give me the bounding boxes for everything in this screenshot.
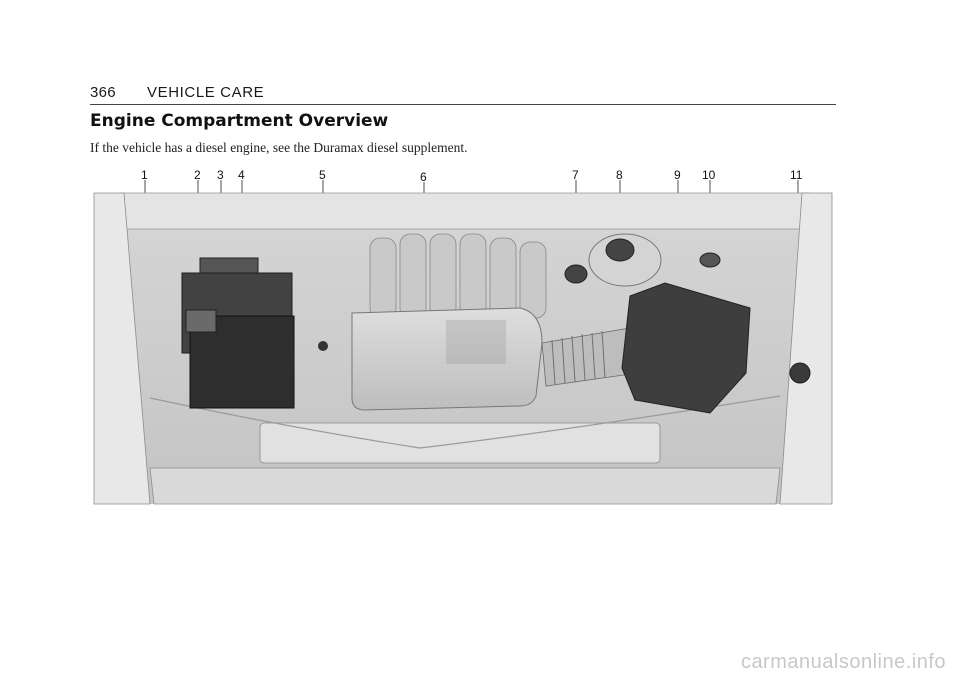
callout-10: 10 [702, 168, 716, 182]
callout-9: 9 [674, 168, 681, 182]
engine-illustration: 1 2 3 4 5 6 7 8 9 10 11 [93, 168, 833, 505]
intake-runners [369, 233, 547, 319]
battery [185, 309, 217, 333]
air-intake-duct [541, 327, 639, 387]
callout-6: 6 [420, 170, 427, 184]
callout-3: 3 [217, 168, 224, 182]
watermark: carmanualsonline.info [740, 651, 946, 673]
fuse-block [181, 257, 295, 409]
coolant-reservoir [588, 233, 662, 287]
callout-7: 7 [572, 168, 579, 182]
callout-5: 5 [319, 168, 326, 182]
oil-dipstick [318, 341, 328, 351]
callout-1: 1 [141, 168, 148, 182]
intro-paragraph: If the vehicle has a diesel engine, see … [90, 140, 468, 155]
engine-cover-texture [446, 320, 506, 364]
callout-2: 2 [194, 168, 201, 182]
brake-fluid-reservoir [699, 252, 721, 268]
section-title: VEHICLE CARE [147, 84, 265, 101]
page-header: 366 VEHICLE CARE [90, 84, 836, 105]
engine-cover [351, 307, 543, 411]
page-heading: Engine Compartment Overview [90, 111, 389, 131]
callout-8: 8 [616, 168, 623, 182]
callout-labels: 1 2 3 4 5 6 7 8 9 10 11 [141, 168, 803, 184]
washer-fluid-cap [789, 362, 811, 384]
callout-11: 11 [790, 168, 803, 182]
air-cleaner-housing [621, 282, 751, 414]
oil-fill-cap [564, 264, 588, 284]
callout-4: 4 [238, 168, 245, 182]
engine-compartment-figure: 1 2 3 4 5 6 7 8 9 10 11 [90, 168, 836, 506]
page-number: 366 [90, 84, 116, 101]
